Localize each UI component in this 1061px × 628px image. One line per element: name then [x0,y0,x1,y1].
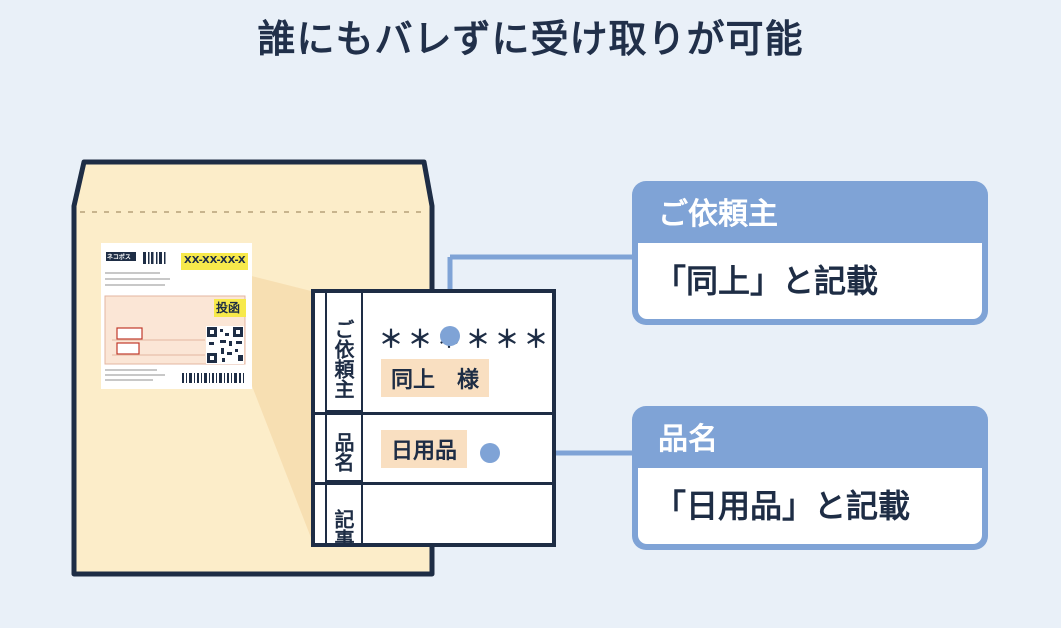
requester-row: ご依頼主 ＊＊＊＊＊＊＊ 同上 様 [315,293,552,415]
item-value: 日用品 [381,430,468,468]
mini-brand: ネコポス [107,254,131,261]
mini-tracking: XX-XX-XX-X [184,255,246,266]
requester-header: ご依頼主 [325,293,363,412]
callout-requester-body: 「同上」と記載 [638,243,982,319]
notes-row: 記事 [315,485,552,543]
headline: 誰にもバレずに受け取りが可能 [257,17,804,61]
callout-item-body: 「日用品」と記載 [638,468,982,544]
callout-item: 品名 「日用品」と記載 [632,406,988,550]
zoomed-label-panel: ご依頼主 ＊＊＊＊＊＊＊ 同上 様 品名 日用品 記事 [311,289,556,547]
masked-value: ＊＊＊＊＊＊＊ [379,325,553,353]
mini-stamp: 投函 [216,301,241,315]
requester-name: 同上 様 [381,359,490,397]
zoom-projection [196,262,315,548]
label-barcode [182,373,244,383]
callout-requester: ご依頼主 「同上」と記載 [632,181,988,325]
qr-code [206,326,244,364]
shipping-label [101,243,252,389]
item-header: 品名 [325,415,363,482]
notes-header: 記事 [325,485,363,543]
callout-item-title: 品名 [658,422,718,457]
item-row: 品名 日用品 [315,415,552,485]
callout-requester-title: ご依頼主 [658,197,778,232]
